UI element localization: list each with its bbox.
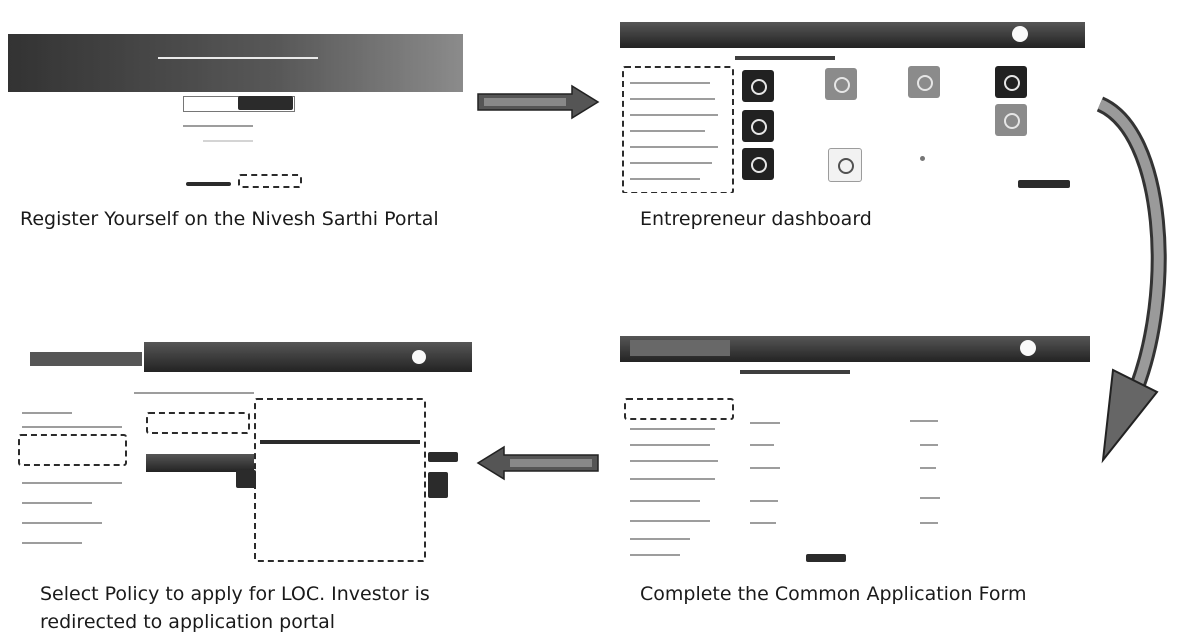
dashboard-tile <box>908 66 940 98</box>
register-button <box>186 182 231 186</box>
policy-modal-highlight <box>254 398 426 562</box>
dashboard-action-button <box>1018 180 1070 188</box>
dashboard-tile <box>742 148 774 180</box>
step2-caption: Entrepreneur dashboard <box>640 208 872 230</box>
apply-button <box>428 452 458 462</box>
dashboard-tile <box>995 66 1027 98</box>
arrow-left-icon <box>476 445 599 481</box>
dashboard-tile <box>828 148 862 182</box>
register-screenshot <box>8 12 463 190</box>
register-header-bar <box>8 34 463 92</box>
policy-field-highlight <box>146 412 250 434</box>
form-sidebar-highlight <box>624 398 734 420</box>
step4-caption: Select Policy to apply for LOC. Investor… <box>40 583 430 633</box>
step3-caption: Complete the Common Application Form <box>640 583 1027 605</box>
select-policy-screenshot <box>14 322 472 574</box>
application-form-screenshot <box>620 322 1090 568</box>
curved-arrow-icon <box>1096 96 1167 464</box>
dashboard-tile <box>742 110 774 142</box>
dashboard-tile <box>995 104 1027 136</box>
arrow-right-icon <box>477 84 600 120</box>
register-highlight <box>238 174 302 188</box>
apply-button <box>428 472 448 498</box>
apply-button <box>236 470 256 488</box>
step1-caption: Register Yourself on the Nivesh Sarthi P… <box>20 208 439 230</box>
form-submit-button <box>806 554 846 562</box>
dashboard-screenshot <box>620 8 1085 193</box>
dashboard-header-bar <box>620 22 1085 48</box>
dashboard-tile <box>825 68 857 100</box>
dashboard-tile <box>742 70 774 102</box>
dashboard-sidebar-highlight <box>622 66 734 193</box>
policy-table-bar <box>146 454 274 472</box>
policy-sidebar-highlight <box>18 434 127 466</box>
register-submit-button <box>238 96 293 110</box>
